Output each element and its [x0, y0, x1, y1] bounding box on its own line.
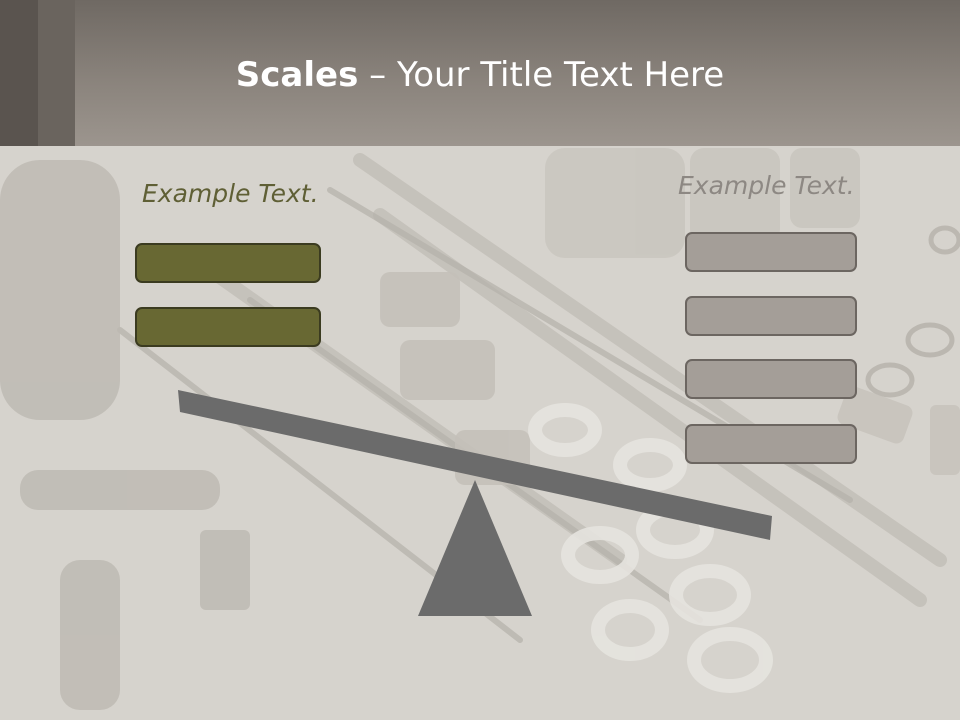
- left-text-box[interactable]: [135, 307, 321, 347]
- header-accent-band: [0, 0, 38, 146]
- right-text-box[interactable]: [685, 424, 857, 464]
- right-text-box[interactable]: [685, 359, 857, 399]
- left-example-label: Example Text.: [142, 179, 319, 208]
- header-accent-band: [38, 0, 75, 146]
- left-text-box[interactable]: [135, 243, 321, 283]
- slide-title: Scales – Your Title Text Here: [0, 52, 960, 98]
- title-rest: – Your Title Text Here: [358, 55, 725, 95]
- title-bold: Scales: [235, 55, 359, 95]
- right-example-label: Example Text.: [678, 171, 855, 200]
- right-text-box[interactable]: [685, 296, 857, 336]
- header-bar: Scales – Your Title Text Here: [0, 0, 960, 146]
- right-text-box[interactable]: [685, 232, 857, 272]
